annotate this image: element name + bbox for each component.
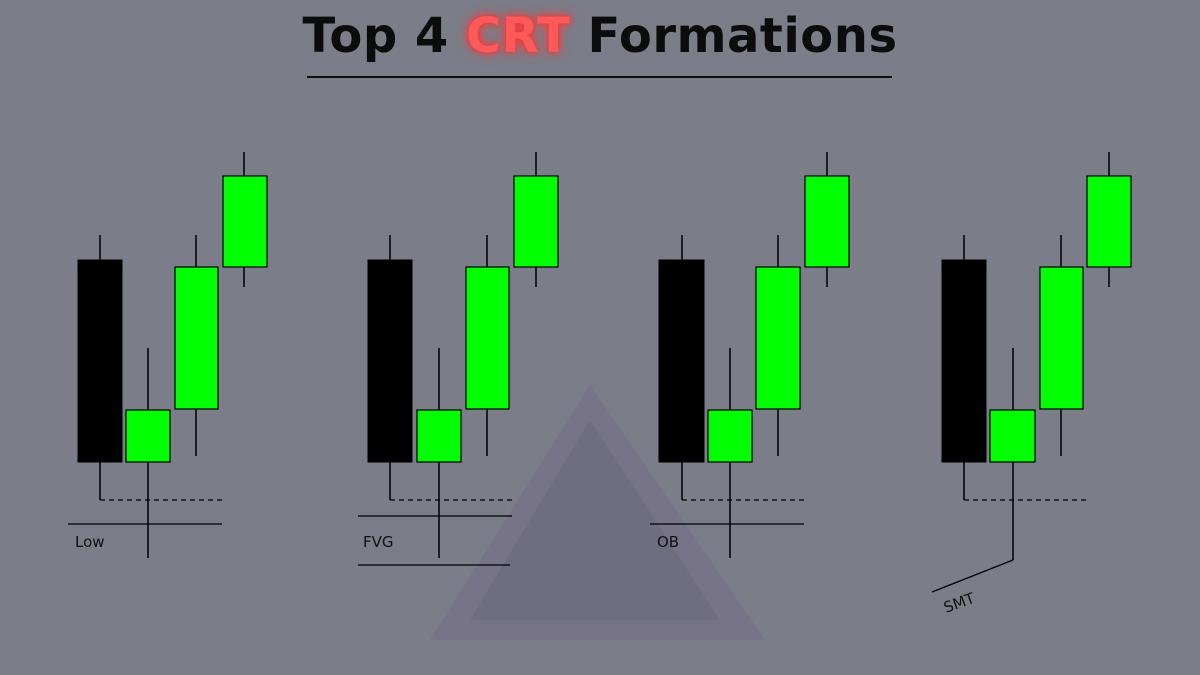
candle-2-bullish	[416, 409, 462, 463]
candle-3-bullish	[174, 266, 219, 410]
candle-1-bearish	[941, 259, 987, 463]
candle-4-bullish	[513, 175, 559, 268]
watermark-logo	[430, 385, 765, 640]
smt-divergence-line	[931, 559, 1014, 593]
candle-4-bullish	[1086, 175, 1132, 268]
candle-1-bearish	[367, 259, 413, 463]
candle-2-bullish	[989, 409, 1036, 463]
formation-smt: SMT	[931, 152, 1132, 617]
title-suffix: Formations	[587, 8, 898, 64]
candle-2-bullish	[707, 409, 753, 463]
formation-ob: OB	[650, 152, 850, 558]
candle-3-bullish	[1039, 266, 1084, 410]
formation-label-ob: OB	[657, 533, 679, 551]
candle-4-bullish	[222, 175, 268, 268]
formation-label-low: Low	[75, 533, 105, 551]
formation-fvg: FVG	[358, 152, 559, 566]
title-underline	[307, 76, 892, 78]
title-highlight: CRT	[466, 8, 571, 64]
candle-2-bullish	[125, 409, 171, 463]
title-prefix: Top 4	[302, 8, 449, 64]
candle-1-bearish	[658, 259, 705, 463]
candle-1-bearish	[77, 259, 123, 463]
formation-low: Low	[68, 152, 268, 558]
page-title: Top 4 CRT Formations	[302, 8, 897, 64]
formation-label-fvg: FVG	[363, 533, 394, 551]
formation-label-smt: SMT	[941, 589, 978, 617]
candle-3-bullish	[755, 266, 801, 410]
candle-4-bullish	[804, 175, 850, 268]
candle-3-bullish	[465, 266, 510, 410]
page-title-wrap: Top 4 CRT Formations	[0, 8, 1200, 64]
